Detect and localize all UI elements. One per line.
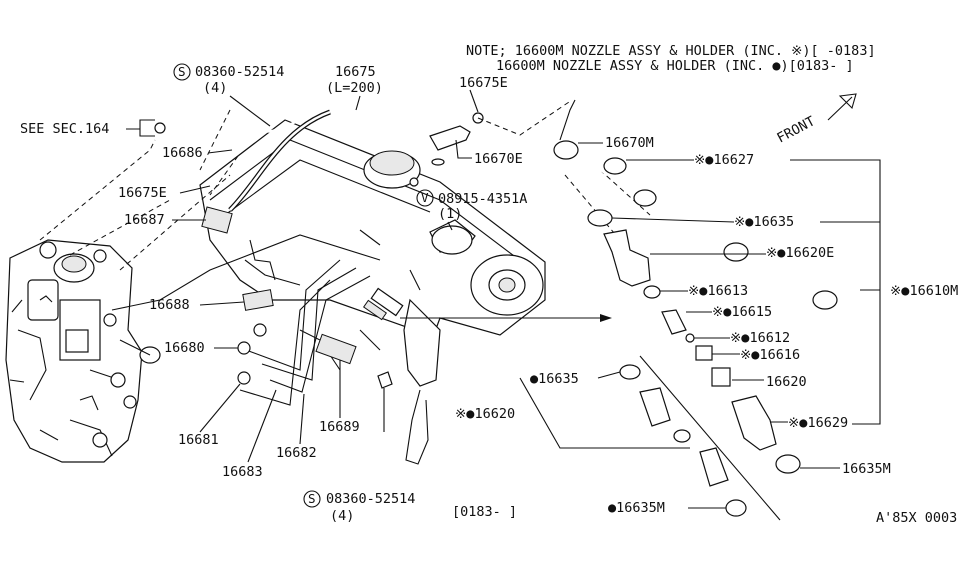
note-line-2: 16600M NOZZLE ASSY & HOLDER (INC. ●)[018… — [496, 58, 854, 74]
label-see-sec: SEE SEC.164 — [20, 121, 109, 137]
cap-08915 — [431, 225, 473, 255]
label-16670M: 16670M — [605, 135, 654, 151]
label-16635-b: ●16635 — [530, 371, 579, 387]
front-arrow-icon — [827, 93, 857, 121]
label-16615: ※●16615 — [712, 304, 772, 320]
label-16670E: 16670E — [474, 151, 523, 167]
label-16675-length: (L=200) — [326, 80, 383, 96]
label-16613: ※●16613 — [688, 283, 748, 299]
v-circle-icon — [416, 189, 434, 207]
label-16688: 16688 — [149, 297, 190, 313]
s-circle-icon — [173, 63, 191, 81]
s-symbol-bottom: S — [308, 491, 316, 506]
label-16635M-bottom: ●16635M — [608, 500, 665, 516]
label-16627: ※●16627 — [694, 152, 754, 168]
bracket-16670E — [429, 125, 471, 151]
note-line-1: NOTE; 16600M NOZZLE ASSY & HOLDER (INC. … — [466, 43, 876, 59]
label-08360-bottom-qty: (4) — [330, 508, 354, 524]
engine-head-illustration — [199, 119, 546, 465]
bolt-08360 — [377, 371, 393, 389]
label-16675E-left: 16675E — [118, 185, 167, 201]
nozzle-on-engine — [362, 287, 404, 321]
label-16629: ※●16629 — [788, 415, 848, 431]
label-16687: 16687 — [124, 212, 165, 228]
label-16620: 16620 — [766, 374, 807, 390]
label-08915-qty: (1) — [438, 206, 462, 222]
label-08360-top: 08360-52514 — [195, 64, 284, 80]
bracket-16689 — [315, 333, 357, 365]
nut-16681 — [237, 371, 251, 385]
label-16680: 16680 — [164, 340, 205, 356]
front-label: FRONT — [774, 113, 817, 146]
v-symbol: V — [421, 190, 429, 205]
label-16620-b: ※●16620 — [455, 406, 515, 422]
label-16635-a: ※●16635 — [734, 214, 794, 230]
clamp-16688 — [242, 289, 274, 311]
date-range-bottom: [0183- ] — [452, 504, 517, 520]
clamp-16687 — [201, 206, 233, 234]
label-16620E: ※●16620E — [766, 245, 834, 261]
label-08915: 08915-4351A — [438, 191, 527, 207]
label-16675E-top: 16675E — [459, 75, 508, 91]
s-circle-icon-bottom — [303, 490, 321, 508]
leak-off-hose — [154, 96, 484, 212]
s-symbol-top: S — [178, 64, 186, 79]
label-16610M: ※●16610M — [890, 283, 958, 299]
label-16681: 16681 — [178, 432, 219, 448]
label-16689: 16689 — [319, 419, 360, 435]
label-16682: 16682 — [276, 445, 317, 461]
label-16616: ※●16616 — [740, 347, 800, 363]
injection-pump-illustration — [5, 239, 161, 463]
label-08360-top-qty: (4) — [203, 80, 227, 96]
label-16675: 16675 — [335, 64, 376, 80]
nut-16680b — [253, 323, 267, 337]
label-16686: 16686 — [162, 145, 203, 161]
label-16635M-right: 16635M — [842, 461, 891, 477]
label-16683: 16683 — [222, 464, 263, 480]
nozzle-exploded-view — [519, 99, 881, 521]
label-16612: ※●16612 — [730, 330, 790, 346]
nut-16680 — [237, 341, 251, 355]
label-08360-bottom: 08360-52514 — [326, 491, 415, 507]
injection-pipes — [111, 234, 381, 406]
diagram-code: A'85X 0003 — [876, 510, 957, 526]
